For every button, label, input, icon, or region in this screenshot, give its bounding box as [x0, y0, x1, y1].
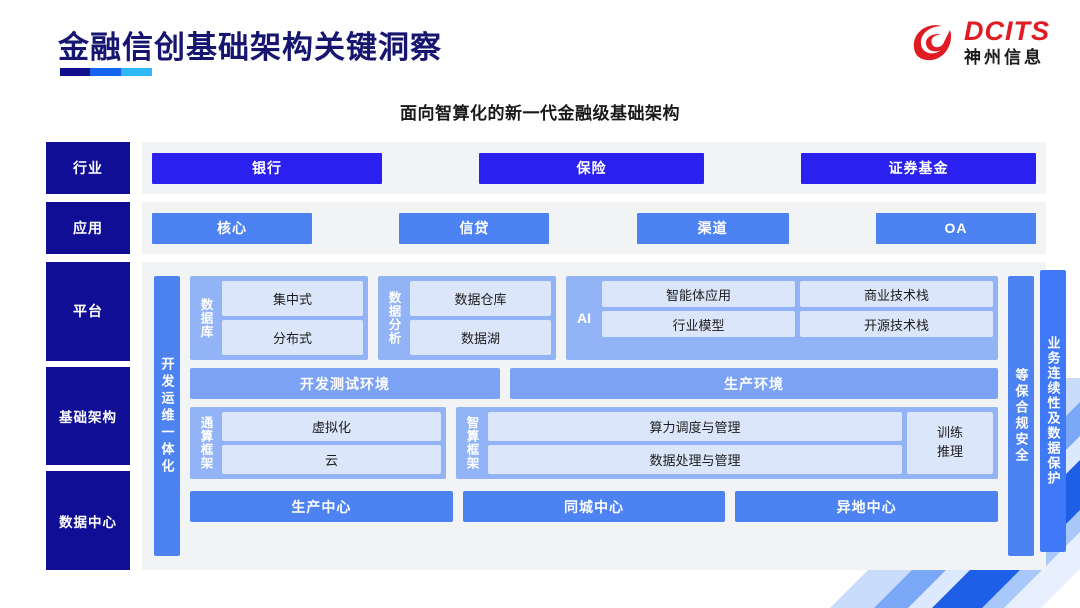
logo-en-text: DCITS: [964, 16, 1050, 46]
datacenter-production[interactable]: 生产中心: [190, 491, 453, 522]
layer-label-infrastructure: 基础架构: [46, 366, 130, 466]
layer-label-platform: 平台: [46, 262, 130, 361]
group-caption-general-compute: 通算框架: [198, 416, 213, 470]
layer-row-platform: 平台 基础架构 数据中心 开发运维一体化 数据库 集中式 分布式: [46, 262, 1046, 571]
framework-band: 通算框架 虚拟化 云 智算框架 算力调度与管理 数据处理与管理: [190, 407, 998, 479]
cell-opensource-stack[interactable]: 开源技术栈: [800, 311, 993, 337]
cell-distributed[interactable]: 分布式: [222, 320, 363, 355]
platform-capability-band: 数据库 集中式 分布式 数据分析 数据仓库 数据湖: [190, 276, 998, 360]
continuity-vertical-bar: 业务连续性及数据保护: [1040, 270, 1066, 552]
logo-cn-text: 神州信息: [964, 48, 1044, 67]
architecture-diagram: 行业 银行 保险 证券基金 应用 核心 信贷 渠道 OA 平台 基础架构 数据中…: [46, 142, 1046, 578]
cell-cloud[interactable]: 云: [222, 445, 441, 474]
cell-centralized[interactable]: 集中式: [222, 281, 363, 316]
datacenter-band: 生产中心 同城中心 异地中心: [190, 491, 999, 522]
cell-industry-model[interactable]: 行业模型: [602, 311, 795, 337]
group-database: 数据库 集中式 分布式: [190, 276, 368, 360]
industry-chip-bank[interactable]: 银行: [152, 152, 382, 184]
layer-row-application: 应用 核心 信贷 渠道 OA: [46, 202, 1046, 254]
subtitle: 面向智算化的新一代金融级基础架构: [400, 104, 680, 123]
inference-label: 推理: [936, 444, 963, 459]
environment-band: 开发测试环境 生产环境: [190, 368, 998, 399]
platform-panel: 开发运维一体化 数据库 集中式 分布式 数据分析: [142, 262, 1046, 570]
brand-logo: DCITS 神州信息: [908, 18, 1050, 66]
security-vertical-bar: 等保合规安全: [1008, 276, 1034, 556]
application-chip-channel[interactable]: 渠道: [636, 212, 789, 244]
group-caption-ai: AI: [577, 310, 591, 326]
industry-chip-insurance[interactable]: 保险: [479, 152, 704, 184]
env-dev-test[interactable]: 开发测试环境: [190, 368, 500, 399]
application-panel: 核心 信贷 渠道 OA: [142, 202, 1046, 254]
layer-row-industry: 行业 银行 保险 证券基金: [46, 142, 1046, 194]
application-chip-credit[interactable]: 信贷: [399, 212, 550, 244]
cell-agent-application[interactable]: 智能体应用: [602, 281, 795, 307]
layer-label-datacenter: 数据中心: [46, 471, 130, 571]
group-ai-compute-framework: 智算框架 算力调度与管理 数据处理与管理 训练 推理: [456, 407, 998, 479]
layer-label-industry: 行业: [46, 142, 130, 194]
cell-train-inference[interactable]: 训练 推理: [907, 412, 993, 474]
group-caption-data-analytics: 数据分析: [386, 291, 401, 345]
devops-vertical-bar: 开发运维一体化: [154, 276, 180, 556]
dcits-swirl-icon: [908, 18, 956, 66]
group-caption-ai-compute: 智算框架: [464, 416, 479, 470]
train-label: 训练: [936, 425, 963, 441]
application-chip-core[interactable]: 核心: [152, 212, 312, 244]
datacenter-metro[interactable]: 同城中心: [462, 491, 726, 522]
layer-label-column: 平台 基础架构 数据中心: [46, 262, 130, 571]
group-ai: AI 智能体应用 商业技术栈 行业模型 开源技术栈: [566, 276, 998, 360]
cell-virtualization[interactable]: 虚拟化: [222, 412, 441, 441]
page-title: 金融信创基础架构关键洞察: [58, 30, 442, 65]
title-underline-bar: [60, 68, 152, 76]
industry-chip-securities[interactable]: 证券基金: [801, 152, 1036, 184]
industry-panel: 银行 保险 证券基金: [142, 142, 1046, 194]
layer-label-application: 应用: [46, 202, 130, 254]
platform-center-column: 数据库 集中式 分布式 数据分析 数据仓库 数据湖: [190, 276, 999, 556]
cell-data-processing[interactable]: 数据处理与管理: [488, 445, 902, 474]
cell-compute-scheduling[interactable]: 算力调度与管理: [488, 412, 902, 441]
group-caption-database: 数据库: [198, 297, 213, 339]
env-production[interactable]: 生产环境: [510, 368, 998, 399]
application-chip-oa[interactable]: OA: [875, 212, 1036, 244]
cell-data-warehouse[interactable]: 数据仓库: [410, 281, 551, 316]
group-data-analytics: 数据分析 数据仓库 数据湖: [378, 276, 556, 360]
group-general-compute-framework: 通算框架 虚拟化 云: [190, 407, 446, 479]
cell-data-lake[interactable]: 数据湖: [410, 320, 551, 355]
datacenter-remote[interactable]: 异地中心: [735, 491, 999, 522]
cell-commercial-stack[interactable]: 商业技术栈: [800, 281, 993, 307]
